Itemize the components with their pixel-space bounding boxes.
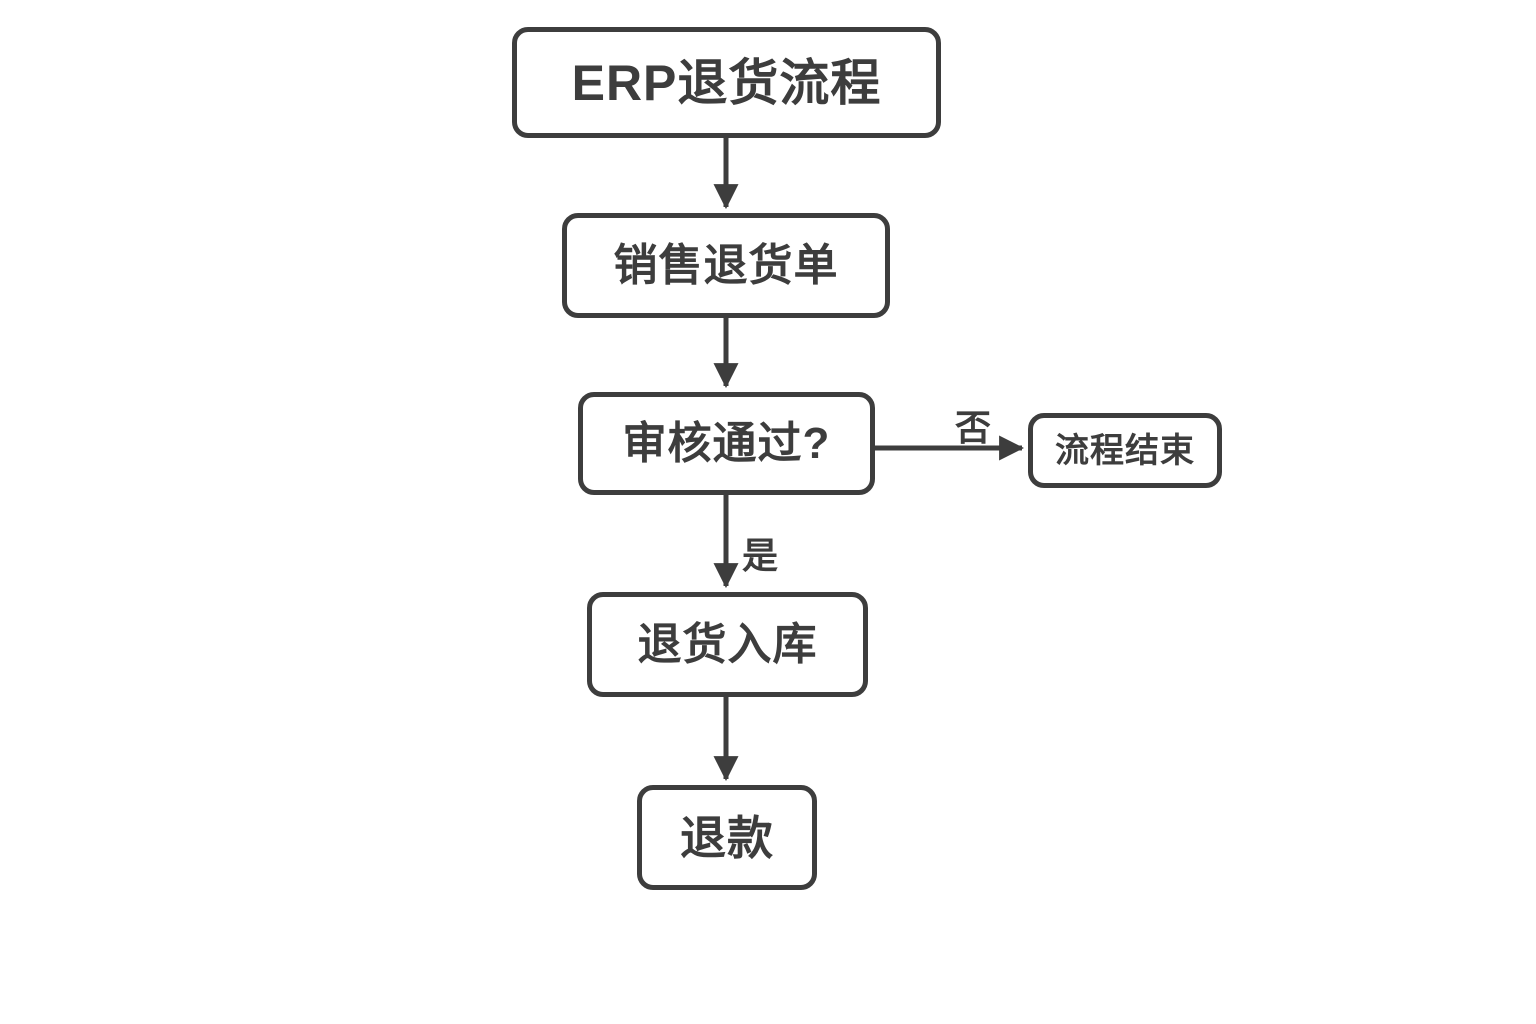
node-refund: 退款 bbox=[637, 785, 817, 890]
node-label: ERP退货流程 bbox=[571, 54, 882, 111]
edge-label-yes: 是 bbox=[742, 535, 779, 576]
node-return-to-warehouse: 退货入库 bbox=[587, 592, 868, 697]
node-label: 流程结束 bbox=[1055, 431, 1195, 470]
edge-label-no: 否 bbox=[955, 407, 992, 448]
node-sales-return-order: 销售退货单 bbox=[562, 213, 890, 318]
node-label: 审核通过? bbox=[622, 418, 831, 468]
node-label: 退货入库 bbox=[637, 619, 818, 669]
node-audit-decision: 审核通过? bbox=[578, 392, 875, 495]
node-process-end: 流程结束 bbox=[1028, 413, 1222, 488]
node-label: 退款 bbox=[680, 811, 774, 864]
node-erp-return-process: ERP退货流程 bbox=[512, 27, 941, 138]
node-label: 销售退货单 bbox=[613, 240, 839, 290]
